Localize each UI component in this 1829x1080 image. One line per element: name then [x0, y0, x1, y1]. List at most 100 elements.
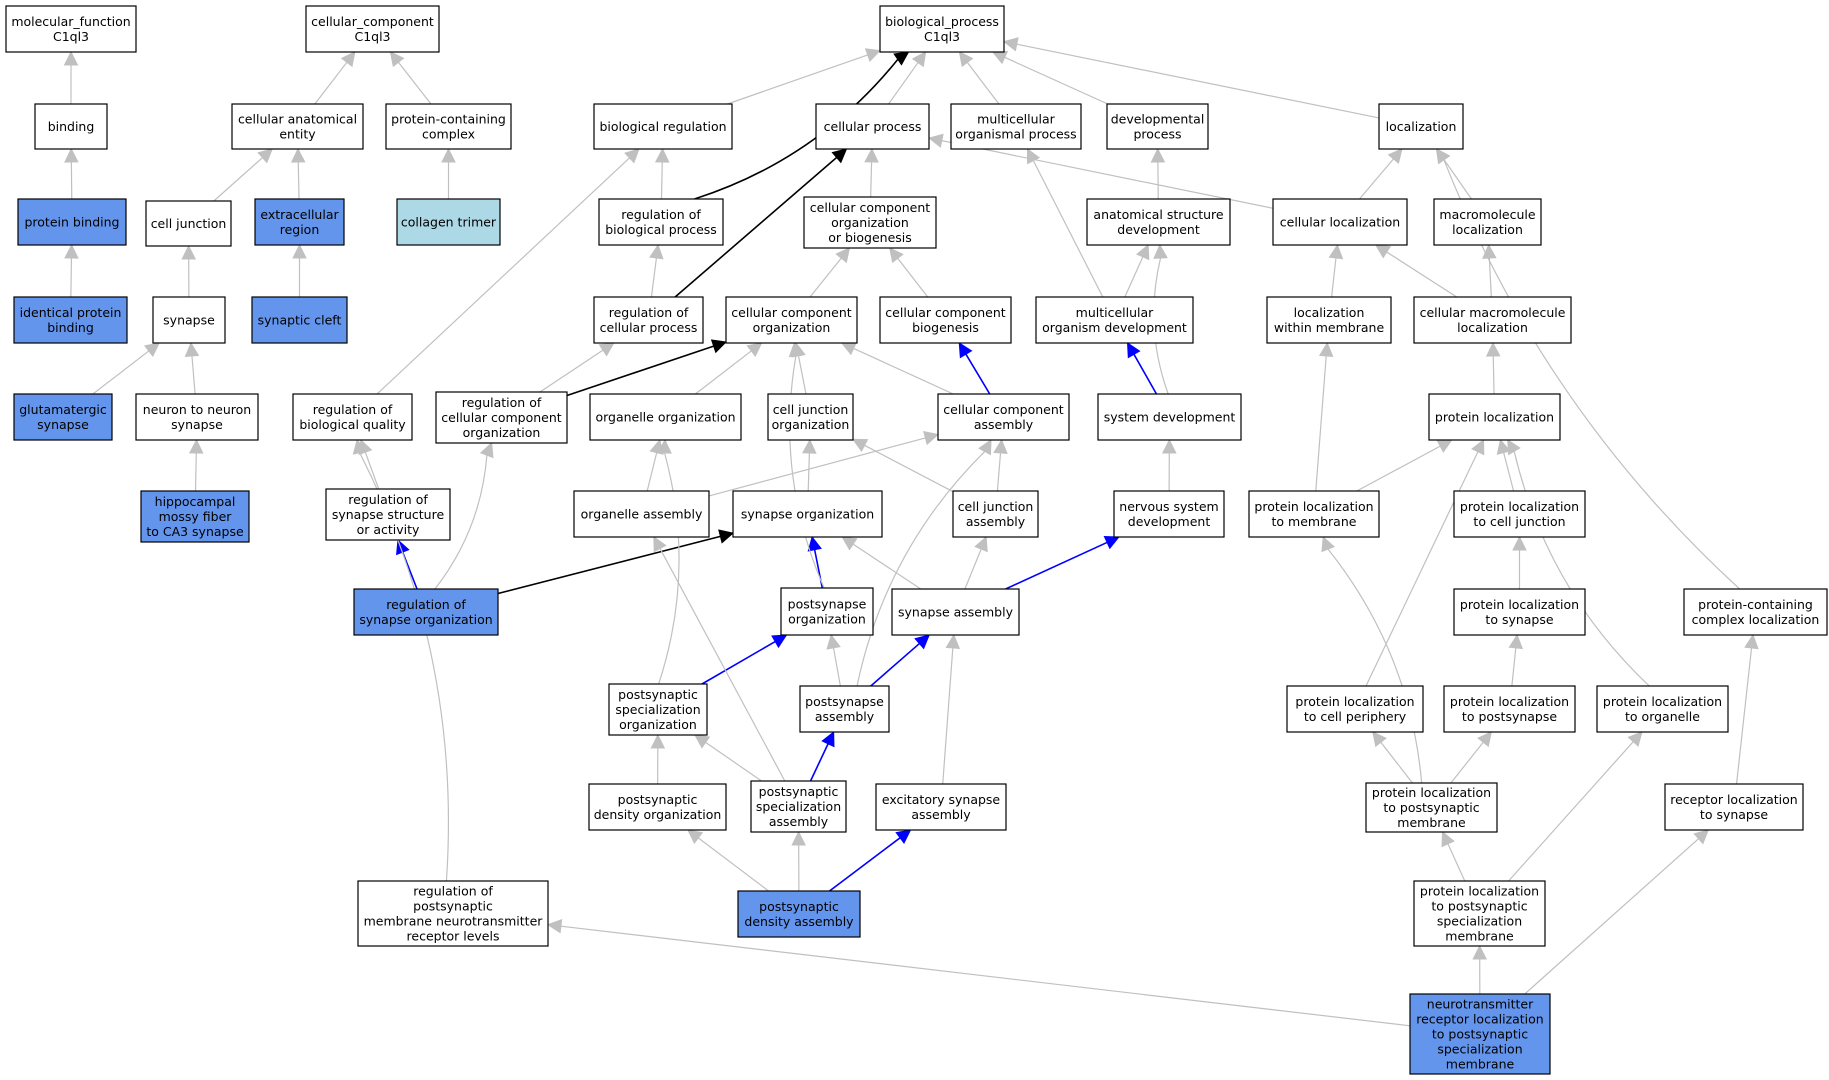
edge-line: [297, 161, 300, 200]
edge-arrowhead: [807, 535, 822, 552]
node-label-line: developmental: [1111, 112, 1205, 127]
node-label-line: membrane: [1397, 815, 1466, 830]
edge-line: [1016, 43, 1380, 119]
edge-regulation_of_biological_quality-to-biological_regulation: [376, 148, 640, 395]
node-label-line: biological quality: [299, 417, 406, 432]
node-label-line: cell junction: [958, 499, 1034, 514]
edge-line: [92, 350, 150, 395]
edge-arrowhead: [598, 342, 615, 357]
edge-arrowhead: [181, 244, 196, 260]
edge-arrowhead: [184, 341, 200, 358]
edge-arrowhead: [650, 733, 666, 749]
node-label-line: regulation of: [313, 402, 393, 417]
edge-nervous_system_development-to-system_development: [1162, 438, 1177, 492]
edge-binding-to-mf: [63, 50, 79, 104]
node-label-line: region: [280, 222, 320, 237]
node-label-line: development: [1117, 222, 1200, 237]
node-label-line: regulation of: [462, 395, 542, 410]
edge-arrowhead: [624, 148, 640, 164]
edge-organelle_assembly-to-cellular_component_assembly: [708, 430, 940, 497]
edge-arrowhead: [923, 430, 940, 446]
edge-line: [870, 161, 873, 198]
node-box: [593, 103, 733, 150]
node-label-line: complex: [422, 127, 475, 142]
edge-line: [1508, 741, 1634, 882]
edge-arrowhead: [927, 133, 944, 148]
edge-arrowhead: [993, 438, 1008, 455]
node-label-line: cellular process: [600, 320, 698, 335]
edge-hippocampal-to-neuron_to_neuron_synapse: [188, 438, 204, 492]
node-box: [598, 198, 724, 246]
edge-arrowhead: [771, 634, 788, 649]
edge-line: [797, 355, 807, 395]
node-label-line: localization: [1386, 119, 1457, 134]
edge-arrowhead: [893, 51, 910, 66]
node-label-line: cellular component: [731, 305, 851, 320]
edge-postsynapse_assembly-to-cellular_component_assembly: [856, 439, 992, 687]
node-label-line: protein-containing: [391, 112, 506, 127]
node-system-development: system development: [1097, 393, 1242, 441]
edge-arrowhead: [687, 829, 704, 844]
node-box: [732, 490, 883, 538]
node-box: [1596, 685, 1729, 733]
edge-arrowhead: [546, 918, 563, 934]
edge-arrowhead: [1508, 633, 1524, 650]
edge-line: [789, 355, 825, 589]
node-box: [1106, 103, 1209, 150]
edge-protein_localization_to_synapse-to-protein_localization_to_cell_junction: [1512, 535, 1527, 589]
edge-arrowhead: [1744, 633, 1759, 650]
edge-line: [566, 345, 714, 397]
node-label-line: specialization: [1437, 1042, 1522, 1057]
edge-arrowhead: [718, 529, 735, 544]
edge-postsynaptic_density_assembly-to-postsynaptic_density_organization: [687, 829, 769, 892]
node-label-line: identical protein: [20, 305, 122, 320]
node-box: [357, 880, 549, 947]
edge-identical_protein_binding-to-protein_binding: [64, 243, 79, 298]
edge-protein_binding-to-binding: [64, 147, 79, 200]
edge-synapse_assembly-to-nervous_system_development: [1005, 535, 1120, 590]
node-label-line: anatomical structure: [1093, 207, 1223, 222]
node-label-line: binding: [48, 119, 95, 134]
node-label-line: to postsynapse: [1462, 709, 1557, 724]
edge-arrowhead: [978, 439, 992, 456]
edge-line: [1513, 451, 1650, 687]
node-box: [767, 393, 854, 441]
node-box: [1413, 296, 1572, 344]
edge-cellular_macromolecule_localization-to-cellular_localization: [1374, 244, 1458, 298]
edge-line: [674, 156, 838, 298]
edge-biological_regulation-to-bp: [727, 48, 882, 105]
edge-arrowhead: [1103, 535, 1120, 550]
node-box: [254, 198, 345, 246]
edge-arrowhead: [653, 536, 667, 553]
node-protein-localization: protein localization: [1428, 393, 1561, 441]
edge-line: [660, 161, 663, 200]
edge-arrowhead: [1441, 830, 1455, 848]
node-box: [937, 393, 1070, 441]
edge-postsynaptic_specialization_organization-to-postsynapse_organization: [701, 634, 788, 685]
edge-cellular_component_assembly-to-cellular_component_organization: [840, 341, 954, 395]
edge-organelle_organization-to-cellular_component_organization: [695, 342, 763, 395]
node-box: [725, 296, 858, 344]
node-box: [1683, 588, 1828, 636]
node-label-line: biological regulation: [599, 119, 726, 134]
edge-arrowhead: [290, 147, 306, 163]
edge-line: [213, 157, 263, 202]
node-box: [1272, 198, 1408, 246]
edge-arrowhead: [864, 48, 882, 63]
node-label-line: assembly: [769, 814, 829, 829]
node-label-line: cellular component: [810, 200, 930, 215]
node-box: [589, 393, 742, 441]
node-box: [1035, 296, 1194, 344]
